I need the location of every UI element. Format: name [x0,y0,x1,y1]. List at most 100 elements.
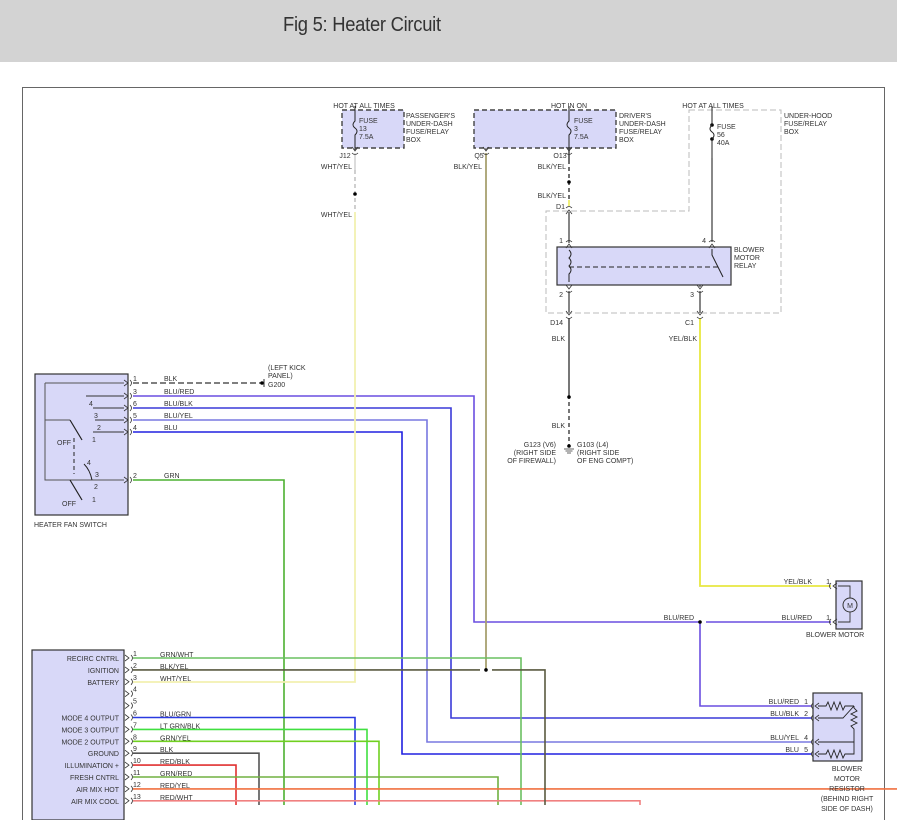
wire-label-blu-yel: BLU/YEL [770,735,799,742]
label: 1 [92,437,96,444]
label: 2 [94,484,98,491]
wire-yel-blk-to-motor [699,318,831,587]
underhood-fuse-label: 56 [717,132,725,139]
resistor-label: BLOWER [832,766,862,773]
passenger-box-label: PASSENGER'S [406,113,455,120]
control-unit-pin-13: 13 [133,794,141,801]
fan-switch-pin-3-connector-icon [123,392,132,400]
wire-label-red-wht: RED/WHT [160,795,193,802]
relay-coil-icon [568,249,572,282]
wire-blu-blk [133,407,812,719]
control-unit-pin-7: 7 [133,722,137,729]
wire-lt-grn-blk [133,728,368,805]
underhood-fuse-label: 40A [717,140,730,147]
ground-g200-label: G200 [268,382,285,389]
control-unit-pin-label: ILLUMINATION + [64,763,119,770]
relay-pin-4: 4 [702,238,706,245]
wire-grn-yel [133,740,380,805]
control-unit-pin-label: MODE 4 OUTPUT [61,716,119,723]
splice-dot [567,395,571,399]
wire-label-grn-yel: GRN/YEL [160,735,191,742]
underhood-fuse-box-outline [545,109,782,314]
wire-blu-red-to-resistor [699,622,812,707]
components-layer [31,106,863,821]
motor-leads [838,585,851,623]
control-unit-pin-11: 11 [133,770,140,777]
resistor-pin-4: 4 [804,735,808,742]
relay-label: MOTOR [734,255,760,262]
wire-label-grn: GRN [164,473,180,480]
relay-pin-1: 1 [559,238,563,245]
control-unit-pin-1-connector-icon [124,654,133,662]
driver-box-label: FUSE/RELAY [619,129,662,136]
resistor-pin-2: 2 [804,711,808,718]
wire-label-blk: BLK [552,336,566,343]
underhood-box-label: FUSE/RELAY [784,121,827,128]
wire-label-blk: BLK [160,747,174,754]
fan-switch-pin-1-connector-icon [123,379,132,387]
fan-switch-pin-4: 4 [133,425,137,432]
control-unit-pin-9: 9 [133,746,137,753]
wire-label-yel-blk: YEL/BLK [669,336,698,343]
control-unit-pin-11-connector-icon [124,773,133,781]
off-label: OFF [57,440,71,447]
passenger-fuse-label: 7.5A [359,134,374,141]
label: 1 [92,497,96,504]
wire-label-grn-wht: GRN/WHT [160,652,194,659]
label: 4 [87,460,91,467]
driver-fuse-label: FUSE [574,118,593,125]
splice-dot [567,180,571,184]
resistor-pin-2-connector-icon [811,714,820,722]
o13-connector-icon [565,146,573,155]
wire-label-blu-grn: BLU/GRN [160,712,191,719]
passenger-box-label: UNDER-DASH [406,121,453,128]
control-unit-pin-2-connector-icon [124,666,133,674]
figure-header: Fig 5: Heater Circuit [0,0,897,62]
fan-switch-blade-icon [69,419,83,441]
wires-layer [43,119,897,805]
label: 3 [94,413,98,420]
wire-label-blk-yel: BLK/YEL [160,664,189,671]
control-unit-pin-4-connector-icon [124,690,133,698]
fan-switch-pin-1: 1 [133,376,137,383]
resistor-label: (BEHIND RIGHT [821,796,874,803]
wire-blu [133,431,812,755]
wire-label-blu: BLU [785,747,799,754]
resistor-pin-4-connector-icon [811,738,820,746]
control-unit-pin-2: 2 [133,663,137,670]
climate-control-unit [31,649,125,821]
underhood-box-label: BOX [784,129,799,136]
connector-c1-label: C1 [685,320,694,327]
passenger-fuse-label: 13 [359,126,367,133]
wire-label-blu-red: BLU/RED [164,389,194,396]
wire-label-wht-yel: WHT/YEL [160,676,191,683]
ground-g103-label: OF ENG COMPT) [577,458,633,465]
ground-g103-label: (RIGHT SIDE [577,450,620,457]
passenger-fuse-box [341,109,405,149]
wire-label-blu-red: BLU/RED [782,615,812,622]
wire-blk [133,752,260,805]
page-title: Fig 5: Heater Circuit [283,14,441,36]
blower-motor-label: BLOWER MOTOR [806,632,864,639]
control-unit-pin-label: MODE 2 OUTPUT [61,739,119,746]
wire-grn [133,479,285,805]
resistor-pin-1: 1 [804,699,808,706]
passenger-box-label: FUSE/RELAY [406,129,449,136]
ground-icon [564,448,574,454]
diagram-frame [22,87,885,825]
ground-g123-label: (RIGHT SIDE [514,450,557,457]
d1-connector-icon [565,206,573,215]
ground-g123-label: OF FIREWALL) [507,458,556,465]
resistor-label: RESISTOR [829,786,865,793]
resistor-label: MOTOR [834,776,860,783]
connector-d1-label: D1 [556,204,565,211]
wire-label-blu-blk: BLU/BLK [770,711,799,718]
wire-blu-grn [133,716,356,805]
driver-box-label: BOX [619,137,634,144]
relay-pin-2: 2 [559,292,563,299]
control-unit-pin-8-connector-icon [124,737,133,745]
wire-label-yel-blk: YEL/BLK [784,579,813,586]
fan-switch-pin-5-connector-icon [123,416,132,424]
driver-box-label: UNDER-DASH [619,121,666,128]
